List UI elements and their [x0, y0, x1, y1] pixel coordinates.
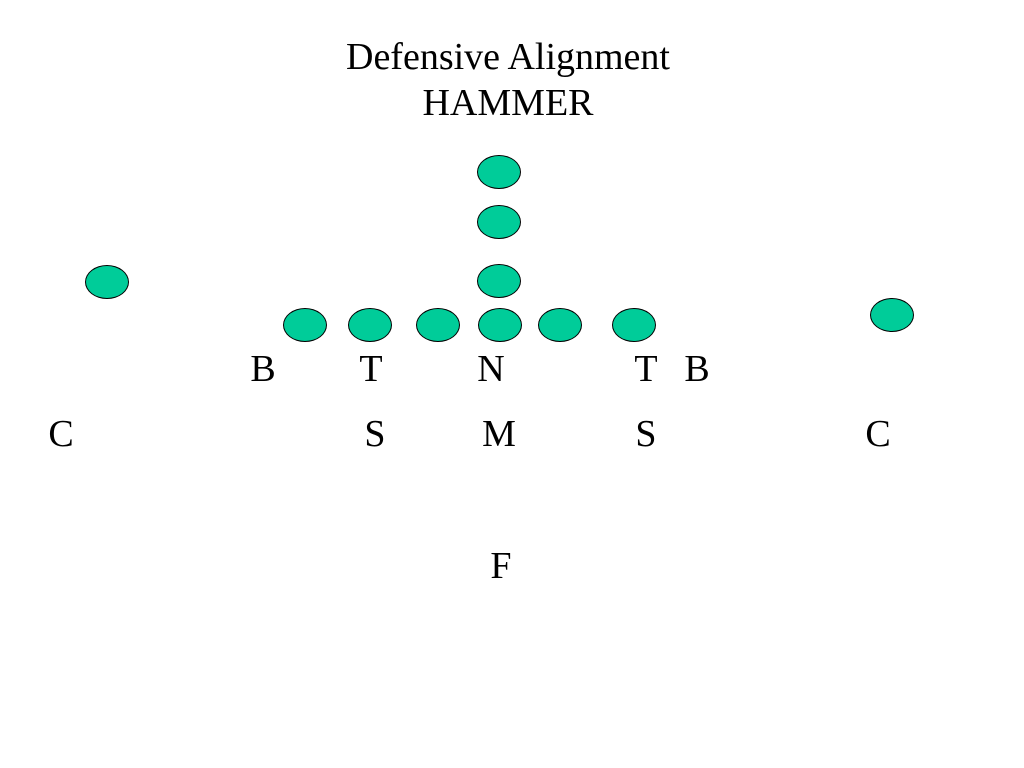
- label-left-s: S: [364, 413, 386, 455]
- offense-right-guard: [538, 308, 582, 342]
- offense-deep-back-1: [477, 155, 521, 189]
- label-left-t: T: [359, 348, 383, 390]
- offense-left-guard: [416, 308, 460, 342]
- offense-left-split-end: [85, 265, 129, 299]
- label-right-c: C: [865, 413, 891, 455]
- label-m: M: [482, 413, 516, 455]
- offense-left-end: [283, 308, 327, 342]
- offense-right-tackle: [612, 308, 656, 342]
- offense-left-tackle: [348, 308, 392, 342]
- offense-center: [478, 308, 522, 342]
- offense-deep-back-2: [477, 205, 521, 239]
- label-right-s: S: [635, 413, 657, 455]
- title-line-2: HAMMER: [422, 82, 594, 124]
- offense-right-split-end: [870, 298, 914, 332]
- slide-title: Defensive Alignment HAMMER: [0, 34, 1016, 126]
- label-right-t: T: [634, 348, 658, 390]
- title-line-1: Defensive Alignment: [346, 36, 670, 78]
- label-right-b: B: [684, 348, 710, 390]
- label-f: F: [490, 545, 512, 587]
- label-left-c: C: [48, 413, 74, 455]
- offense-deep-back-3: [477, 264, 521, 298]
- label-n: N: [477, 348, 505, 390]
- label-left-b: B: [250, 348, 276, 390]
